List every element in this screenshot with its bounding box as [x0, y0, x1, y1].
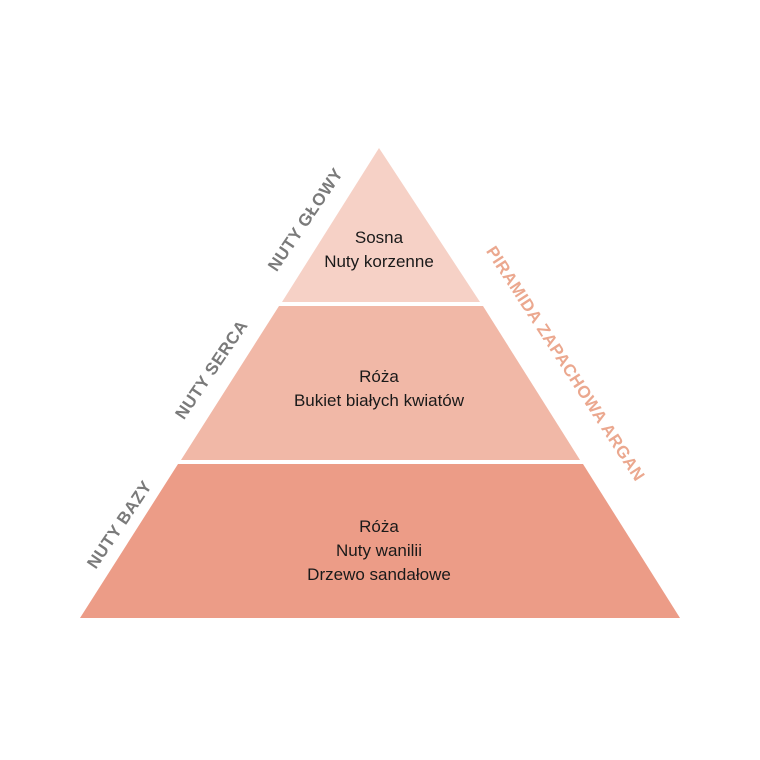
note-text: Sosna: [354, 228, 404, 247]
tier-bottom-notes: Róża Nuty wanilii Drzewo sandałowe: [229, 515, 529, 587]
tier-middle-notes: Róża Bukiet białych kwiatów: [229, 365, 529, 413]
pyramid-tier-bottom: [80, 464, 680, 618]
note-text: Róża: [359, 517, 399, 536]
note-text: Nuty korzenne: [324, 252, 434, 271]
note-text: Bukiet białych kwiatów: [293, 391, 465, 410]
pyramid-tier-top: [282, 148, 480, 302]
tier-top-notes: Sosna Nuty korzenne: [279, 226, 479, 274]
note-text: Drzewo sandałowe: [307, 565, 451, 584]
note-text: Róża: [359, 367, 399, 386]
pyramid-tier-middle: [181, 306, 580, 460]
note-text: Nuty wanilii: [336, 541, 422, 560]
